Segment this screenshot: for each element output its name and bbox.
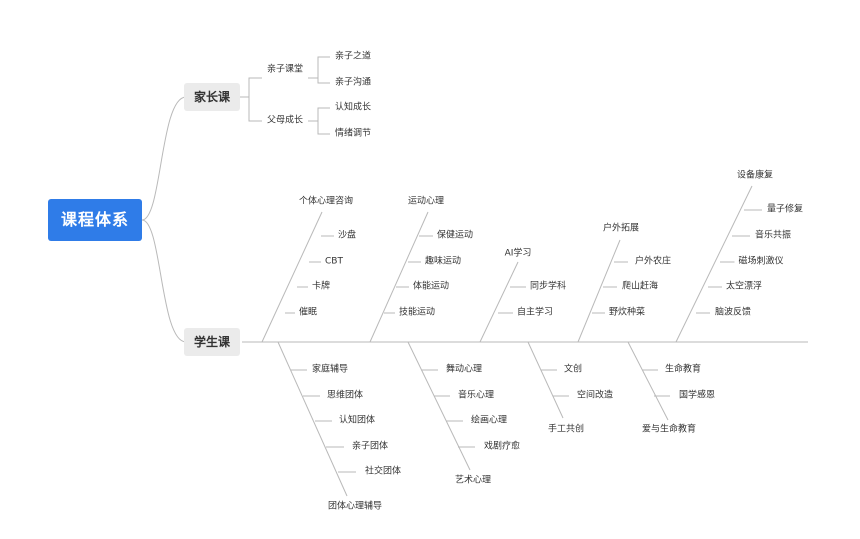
connector-parent-group-1	[248, 77, 262, 97]
branch-label[interactable]: 艺术心理	[450, 474, 496, 488]
bone-group-counseling	[277, 341, 348, 497]
branch-item[interactable]: 戏剧疗愈	[479, 440, 525, 454]
branch-item[interactable]: 自主学习	[512, 306, 558, 320]
branch-item[interactable]: 趣味运动	[420, 255, 466, 269]
bone-craft	[527, 341, 564, 419]
connector-root-parent	[141, 96, 187, 221]
bone-device	[675, 185, 753, 343]
branch-item[interactable]: 太空漂浮	[721, 280, 767, 294]
parent-group-item[interactable]: 认知成长	[330, 101, 376, 115]
branch-item[interactable]: 亲子团体	[347, 440, 393, 454]
branch-item[interactable]: 沙盘	[333, 229, 361, 243]
branch-item[interactable]: 文创	[559, 363, 587, 377]
parent-group-item[interactable]: 亲子之道	[330, 50, 376, 64]
parent-group-item[interactable]: 情绪调节	[330, 127, 376, 141]
connector-group2-item1	[317, 107, 330, 121]
connector-group1-item2	[317, 78, 330, 84]
branch-item[interactable]: 舞动心理	[441, 363, 487, 377]
bone-outdoor	[577, 239, 621, 343]
connector-root-student	[141, 219, 187, 343]
branch-item[interactable]: 磁场刺激仪	[734, 255, 788, 269]
branch-item[interactable]: CBT	[321, 255, 347, 269]
branch-item[interactable]: 音乐共振	[750, 229, 796, 243]
branch-item[interactable]: 家庭辅导	[307, 363, 353, 377]
branch-item[interactable]: 技能运动	[394, 306, 440, 320]
branch-label[interactable]: 手工共创	[543, 423, 589, 437]
parent-group-item[interactable]: 亲子沟通	[330, 76, 376, 90]
branch-item[interactable]: 认知团体	[334, 414, 380, 428]
branch-label[interactable]: 爱与生命教育	[637, 423, 701, 437]
connector-parent-group-2	[248, 97, 262, 122]
bone-ai	[479, 261, 519, 343]
branch-item[interactable]: 卡牌	[307, 280, 335, 294]
branch-item[interactable]: 空间改造	[572, 389, 618, 403]
branch-item[interactable]: 脑波反馈	[710, 306, 756, 320]
branch-item[interactable]: 同步学科	[525, 280, 571, 294]
connector-group2-item2	[317, 121, 330, 135]
parent-group-label[interactable]: 父母成长	[262, 114, 308, 128]
branch-label[interactable]: 设备康复	[732, 169, 778, 183]
bone-art	[407, 341, 471, 471]
branch-item[interactable]: 社交团体	[360, 465, 406, 479]
branch-label[interactable]: 个体心理咨询	[294, 195, 358, 209]
branch-item[interactable]: 生命教育	[660, 363, 706, 377]
branch-item[interactable]: 思维团体	[322, 389, 368, 403]
branch-item[interactable]: 音乐心理	[453, 389, 499, 403]
connector-group1-item1	[317, 56, 330, 78]
branch-item[interactable]: 野炊种菜	[604, 306, 650, 320]
branch-label[interactable]: 运动心理	[403, 195, 449, 209]
main-topic-student-course[interactable]: 学生课	[183, 328, 241, 356]
bone-sports	[369, 211, 429, 343]
main-topic-parent-course[interactable]: 家长课	[183, 83, 241, 111]
branch-item[interactable]: 户外农庄	[630, 255, 676, 269]
branch-item[interactable]: 催眠	[294, 306, 322, 320]
branch-label[interactable]: 户外拓展	[598, 222, 644, 236]
branch-label[interactable]: AI学习	[500, 247, 536, 261]
branch-item[interactable]: 量子修复	[762, 203, 808, 217]
bone-life	[627, 341, 669, 421]
branch-item[interactable]: 爬山赶海	[617, 280, 663, 294]
bone-counseling	[261, 211, 323, 343]
branch-label[interactable]: 团体心理辅导	[323, 500, 387, 514]
branch-item[interactable]: 保健运动	[432, 229, 478, 243]
branch-item[interactable]: 体能运动	[408, 280, 454, 294]
branch-item[interactable]: 国学感恩	[674, 389, 720, 403]
parent-group-label[interactable]: 亲子课堂	[262, 63, 308, 77]
branch-item[interactable]: 绘画心理	[466, 414, 512, 428]
root-node[interactable]: 课程体系	[48, 199, 142, 241]
